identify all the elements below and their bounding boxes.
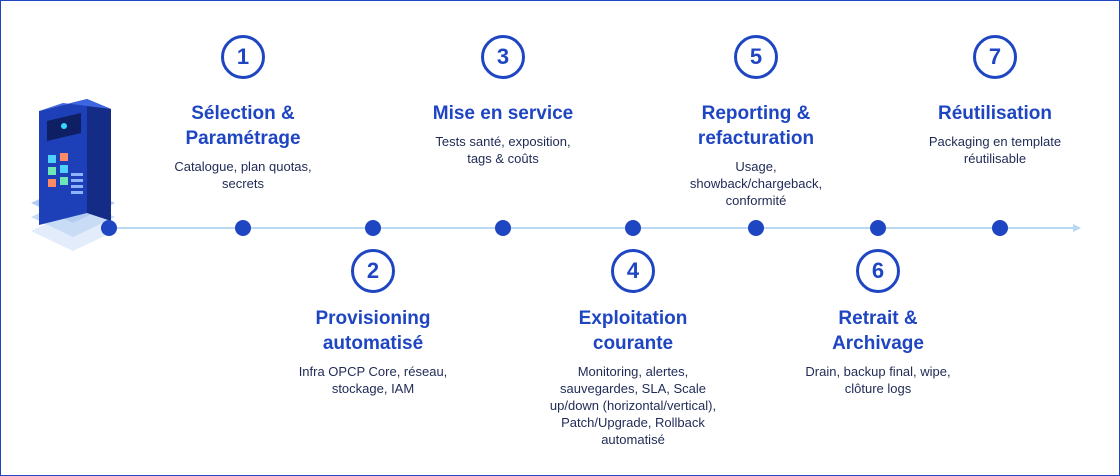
step-1-number: 1 — [221, 35, 265, 79]
timeline-arrow-icon — [1073, 224, 1081, 232]
step-1-title: Sélection & Paramétrage — [185, 103, 301, 149]
server-icon — [31, 99, 115, 251]
step-2-title: Provisioning automatisé — [315, 308, 431, 354]
step-6-number: 6 — [856, 249, 900, 293]
step-2: Provisioning automatisé Infra OPCP Core,… — [258, 306, 488, 397]
timeline-dot-6 — [870, 220, 886, 236]
step-3-description: Tests santé, exposition, tags & coûts — [435, 134, 571, 166]
step-3-number: 3 — [481, 35, 525, 79]
step-4: Exploitation courante Monitoring, alerte… — [518, 306, 748, 448]
step-1: Sélection & Paramétrage Catalogue, plan … — [128, 101, 358, 192]
step-7-number: 7 — [973, 35, 1017, 79]
step-3-title: Mise en service — [432, 103, 574, 124]
timeline-dot-7 — [992, 220, 1008, 236]
timeline-dot-3 — [495, 220, 511, 236]
step-4-number: 4 — [611, 249, 655, 293]
timeline-dot-4 — [625, 220, 641, 236]
timeline-dot-5 — [748, 220, 764, 236]
step-3: Mise en service Tests santé, exposition,… — [388, 101, 618, 167]
step-1-description: Catalogue, plan quotas, secrets — [174, 159, 312, 191]
timeline-dot-2 — [365, 220, 381, 236]
step-6-title: Retrait & Archivage — [832, 308, 924, 354]
step-7: Réutilisation Packaging en template réut… — [880, 101, 1110, 167]
step-5: Reporting & refacturation Usage, showbac… — [641, 101, 871, 209]
step-4-description: Monitoring, alertes, sauvegardes, SLA, S… — [549, 364, 717, 447]
step-5-title: Reporting & refacturation — [697, 103, 815, 149]
step-5-description: Usage, showback/chargeback, conformité — [689, 159, 823, 208]
step-2-number: 2 — [351, 249, 395, 293]
step-2-description: Infra OPCP Core, réseau, stockage, IAM — [298, 364, 448, 396]
step-6-description: Drain, backup final, wipe, clôture logs — [805, 364, 951, 396]
step-7-title: Réutilisation — [937, 103, 1052, 124]
step-4-title: Exploitation courante — [578, 308, 688, 354]
step-6: Retrait & Archivage Drain, backup final,… — [763, 306, 993, 397]
step-7-description: Packaging en template réutilisable — [928, 134, 1062, 166]
step-5-number: 5 — [734, 35, 778, 79]
timeline-dot-1 — [235, 220, 251, 236]
